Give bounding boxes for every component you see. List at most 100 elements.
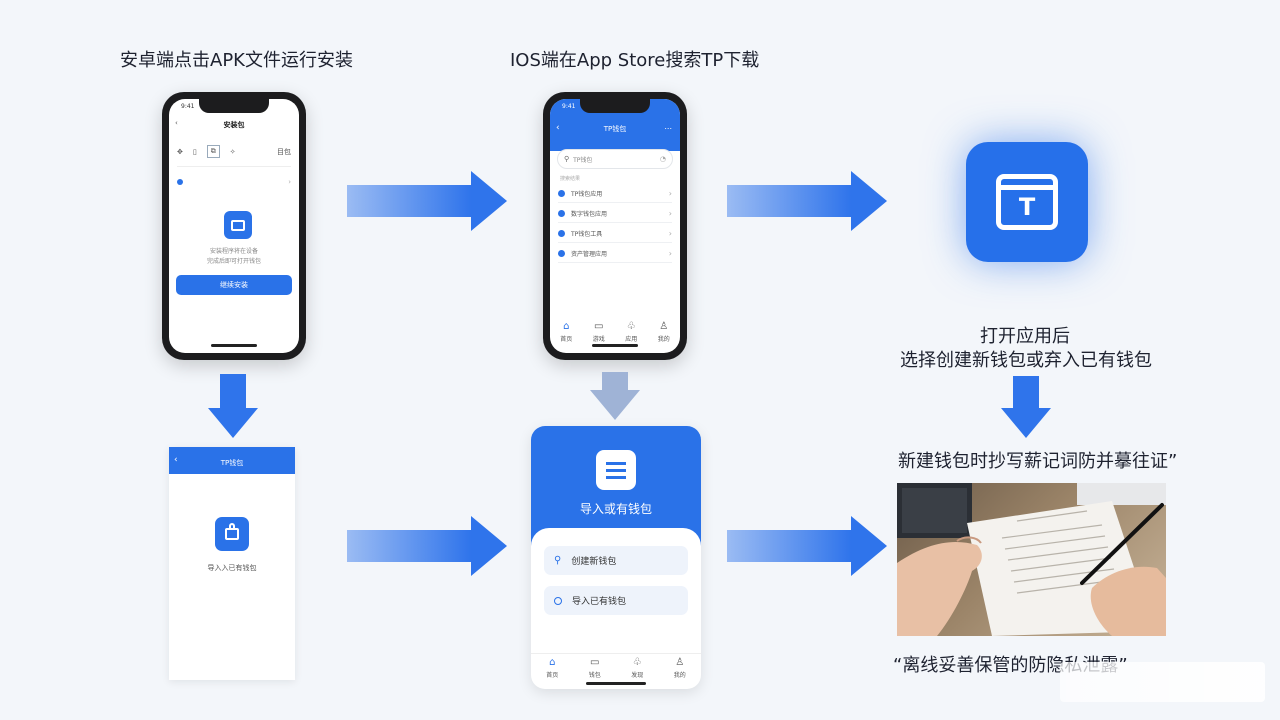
arrow-right-3 bbox=[347, 516, 507, 576]
chevron-right-icon: › bbox=[288, 178, 291, 186]
back-icon[interactable]: ‹ bbox=[174, 455, 178, 465]
user-icon: ♙ bbox=[659, 321, 669, 332]
ios-phone-screen: 9:41 ‹ TP钱包 ... ⚲ TP钱包 ◔ 搜索结果 TP钱包应用 › 数… bbox=[550, 99, 680, 353]
watermark-overlay bbox=[1060, 662, 1265, 702]
writing-photo-illustration bbox=[897, 483, 1166, 636]
tp-app-icon[interactable]: T bbox=[966, 142, 1088, 262]
wallet-choice-title: 导入或有钱包 bbox=[579, 502, 652, 516]
android-open-title: TP钱包 bbox=[220, 459, 244, 467]
tab-games[interactable]: ▭ 游戏 bbox=[592, 321, 605, 344]
ios-tab-bar: ⌂ 首页 ▭ 游戏 ♧ 应用 ♙ 我的 bbox=[550, 321, 680, 344]
tab-wallet[interactable]: ▭钱包 bbox=[589, 657, 601, 680]
arrow-right-4 bbox=[727, 516, 887, 576]
tab-apps[interactable]: ♧ 应用 bbox=[625, 321, 638, 344]
android-phone: 9:41 ‹ 安装包 ✥ ▯ ⧉ ✧ 目包 › 安装程序将在设备 完成后即可打开… bbox=[162, 92, 306, 360]
status-time: 9:41 bbox=[181, 103, 195, 110]
android-open-screen: ‹ TP钱包 导入入已有钱包 bbox=[169, 447, 295, 680]
tab-profile[interactable]: ♙ 我的 bbox=[657, 321, 670, 344]
app-dot-icon bbox=[558, 190, 565, 197]
android-body-text-1: 安装程序将在设备 bbox=[209, 248, 258, 255]
android-phone-screen: 9:41 ‹ 安装包 ✥ ▯ ⧉ ✧ 目包 › 安装程序将在设备 完成后即可打开… bbox=[169, 99, 299, 353]
import-wallet-label: 导入已有钱包 bbox=[572, 597, 627, 607]
user-icon: ♙ bbox=[675, 657, 685, 668]
wallet-tab-bar: ⌂ 首页 ▭钱包 ♧ 发现 ♙ 我的 bbox=[531, 653, 701, 679]
tab-label: 发现 bbox=[631, 672, 644, 679]
chevron-right-icon: › bbox=[668, 249, 672, 258]
home-icon: ⌂ bbox=[549, 657, 556, 668]
home-indicator bbox=[211, 344, 257, 347]
android-screen-title: 安装包 bbox=[223, 121, 245, 129]
more-icon[interactable]: ... bbox=[664, 122, 672, 131]
arrow-down-2 bbox=[590, 372, 640, 420]
ios-list-item-label: TP钱包工具 bbox=[571, 231, 603, 238]
home-icon: ⌂ bbox=[563, 321, 570, 332]
search-placeholder: TP钱包 bbox=[573, 156, 593, 164]
back-icon[interactable]: ‹ bbox=[556, 123, 560, 133]
game-icon: ▭ bbox=[594, 321, 604, 332]
caption-after-open-2: 选择创建新钱包或弃入已有钱包 bbox=[900, 350, 1152, 371]
app-dot-icon bbox=[558, 210, 565, 217]
android-body-text-2: 完成后即可打开钱包 bbox=[206, 258, 261, 265]
tab-home[interactable]: ⌂ 首页 bbox=[546, 657, 559, 680]
create-wallet-option[interactable]: ⚲ 创建新钱包 bbox=[544, 546, 688, 575]
android-open-label: 导入入已有钱包 bbox=[207, 564, 257, 572]
wallet-choice-screen: 导入或有钱包 ⚲ 创建新钱包 导入已有钱包 ⌂ 首页 ▭钱包 ♧ 发现 ♙ 我的 bbox=[531, 426, 701, 689]
chevron-right-icon: › bbox=[668, 209, 672, 218]
tab-label: 首页 bbox=[560, 336, 573, 343]
star-icon[interactable]: ✧ bbox=[229, 147, 236, 156]
discover-icon: ♧ bbox=[632, 657, 642, 668]
phone-notch bbox=[199, 99, 269, 113]
tab-label: 应用 bbox=[625, 336, 638, 343]
tab-label: 我的 bbox=[673, 672, 686, 679]
back-icon[interactable]: ‹ bbox=[175, 119, 178, 127]
wallet-icon: T bbox=[996, 174, 1058, 230]
wallet-icon: ▭ bbox=[590, 657, 600, 668]
app-dot-icon bbox=[558, 230, 565, 237]
android-file-row[interactable]: › bbox=[177, 175, 291, 189]
caption-after-open-1: 打开应用后 bbox=[980, 326, 1070, 347]
ios-screen-title: TP钱包 bbox=[603, 125, 627, 133]
app-icon-letter: T bbox=[1018, 193, 1036, 221]
arrow-down-3 bbox=[1001, 376, 1051, 438]
search-icon: ⚲ bbox=[564, 155, 570, 163]
tab-label: 首页 bbox=[546, 672, 559, 679]
file-icon[interactable]: ▯ bbox=[192, 147, 197, 156]
ios-list-item[interactable]: TP钱包应用 › bbox=[558, 185, 672, 203]
caption-android-install: 安卓端点击APK文件运行安装 bbox=[120, 50, 353, 71]
ios-search-bar[interactable]: ⚲ TP钱包 ◔ bbox=[557, 149, 673, 169]
ios-phone: 9:41 ‹ TP钱包 ... ⚲ TP钱包 ◔ 搜索结果 TP钱包应用 › 数… bbox=[543, 92, 687, 360]
android-right-label: 目包 bbox=[277, 147, 291, 156]
menu-list-icon bbox=[596, 450, 636, 490]
apps-icon: ♧ bbox=[626, 321, 636, 332]
tab-profile[interactable]: ♙ 我的 bbox=[673, 657, 686, 680]
import-wallet-option[interactable]: 导入已有钱包 bbox=[544, 586, 688, 615]
writing-photo bbox=[897, 483, 1166, 636]
mic-icon[interactable]: ◔ bbox=[659, 155, 666, 163]
copy-icon[interactable]: ⧉ bbox=[206, 145, 220, 158]
share-icon[interactable]: ✥ bbox=[177, 147, 183, 156]
tab-home[interactable]: ⌂ 首页 bbox=[560, 321, 573, 344]
ios-section-label: 搜索结果 bbox=[560, 176, 581, 182]
app-install-icon bbox=[224, 211, 252, 239]
android-toolbar: ✥ ▯ ⧉ ✧ 目包 bbox=[177, 137, 291, 167]
ios-list-item[interactable]: TP钱包工具 › bbox=[558, 225, 672, 243]
ios-list-item[interactable]: 资产管理应用 › bbox=[558, 245, 672, 263]
status-time: 9:41 bbox=[562, 103, 576, 110]
tab-label: 我的 bbox=[657, 336, 670, 343]
ios-list-item-label: 数字钱包应用 bbox=[571, 211, 608, 218]
home-indicator bbox=[592, 344, 638, 347]
lock-icon bbox=[215, 517, 249, 551]
ios-list-item-label: 资产管理应用 bbox=[571, 251, 608, 258]
phone-notch bbox=[580, 99, 650, 113]
continue-install-button[interactable]: 继续安装 bbox=[176, 275, 292, 295]
arrow-down-1 bbox=[208, 374, 258, 438]
chevron-right-icon: › bbox=[668, 229, 672, 238]
search-icon: ⚲ bbox=[554, 555, 562, 566]
arrow-right-1 bbox=[347, 171, 507, 231]
ios-list-item[interactable]: 数字钱包应用 › bbox=[558, 205, 672, 223]
tab-discover[interactable]: ♧ 发现 bbox=[631, 657, 644, 680]
caption-backup-phrase: 新建钱包时抄写薪记词防并摹往证” bbox=[898, 451, 1178, 472]
tab-label: 游戏 bbox=[592, 336, 605, 343]
android-open-header bbox=[169, 447, 295, 474]
radio-icon bbox=[554, 596, 562, 605]
